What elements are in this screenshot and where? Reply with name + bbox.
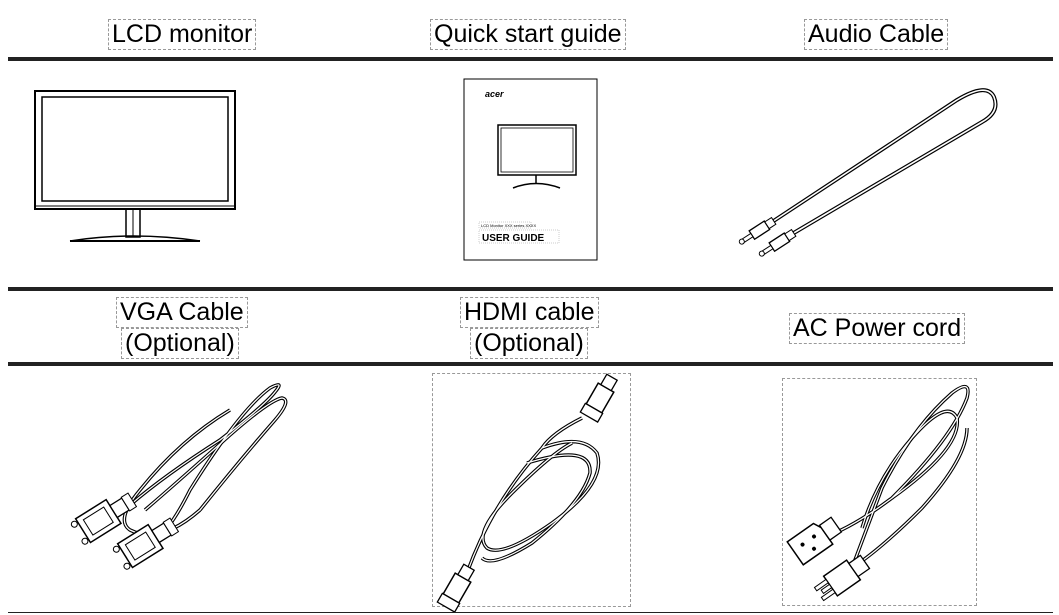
ac-power-cord-frame: [782, 378, 977, 606]
vga-optional-label: (Optional): [121, 328, 239, 359]
lcd-monitor-label: LCD monitor: [108, 19, 257, 50]
row-divider-rule: [8, 287, 1053, 291]
hdmi-cable-frame: [432, 373, 631, 607]
ac-power-cord-label: AC Power cord: [789, 313, 966, 344]
quick-start-guide-icon: acer LCD Monitor XXX series XXXX USER GU…: [463, 78, 598, 261]
ac-power-cord-icon: [786, 384, 970, 602]
guide-title-text: USER GUIDE: [482, 233, 545, 244]
hdmi-optional-label: (Optional): [470, 328, 588, 359]
table-top-rule: [8, 57, 1053, 61]
table-bottom-rule: [8, 612, 1053, 613]
lcd-monitor-icon: [34, 90, 236, 242]
vga-cable-icon: [70, 383, 288, 570]
hdmi-cable-icon: [436, 373, 619, 613]
guide-subtitle-text: LCD Monitor XXX series XXXX: [481, 223, 536, 228]
vga-cable-label: VGA Cable: [116, 297, 248, 328]
hdmi-cable-label: HDMI cable: [460, 297, 599, 328]
guide-brand-text: acer: [485, 89, 504, 99]
row2-header-rule: [8, 362, 1053, 366]
audio-cable-label: Audio Cable: [804, 19, 949, 50]
audio-cable-icon: [738, 88, 998, 257]
quick-start-guide-label: Quick start guide: [430, 19, 626, 50]
